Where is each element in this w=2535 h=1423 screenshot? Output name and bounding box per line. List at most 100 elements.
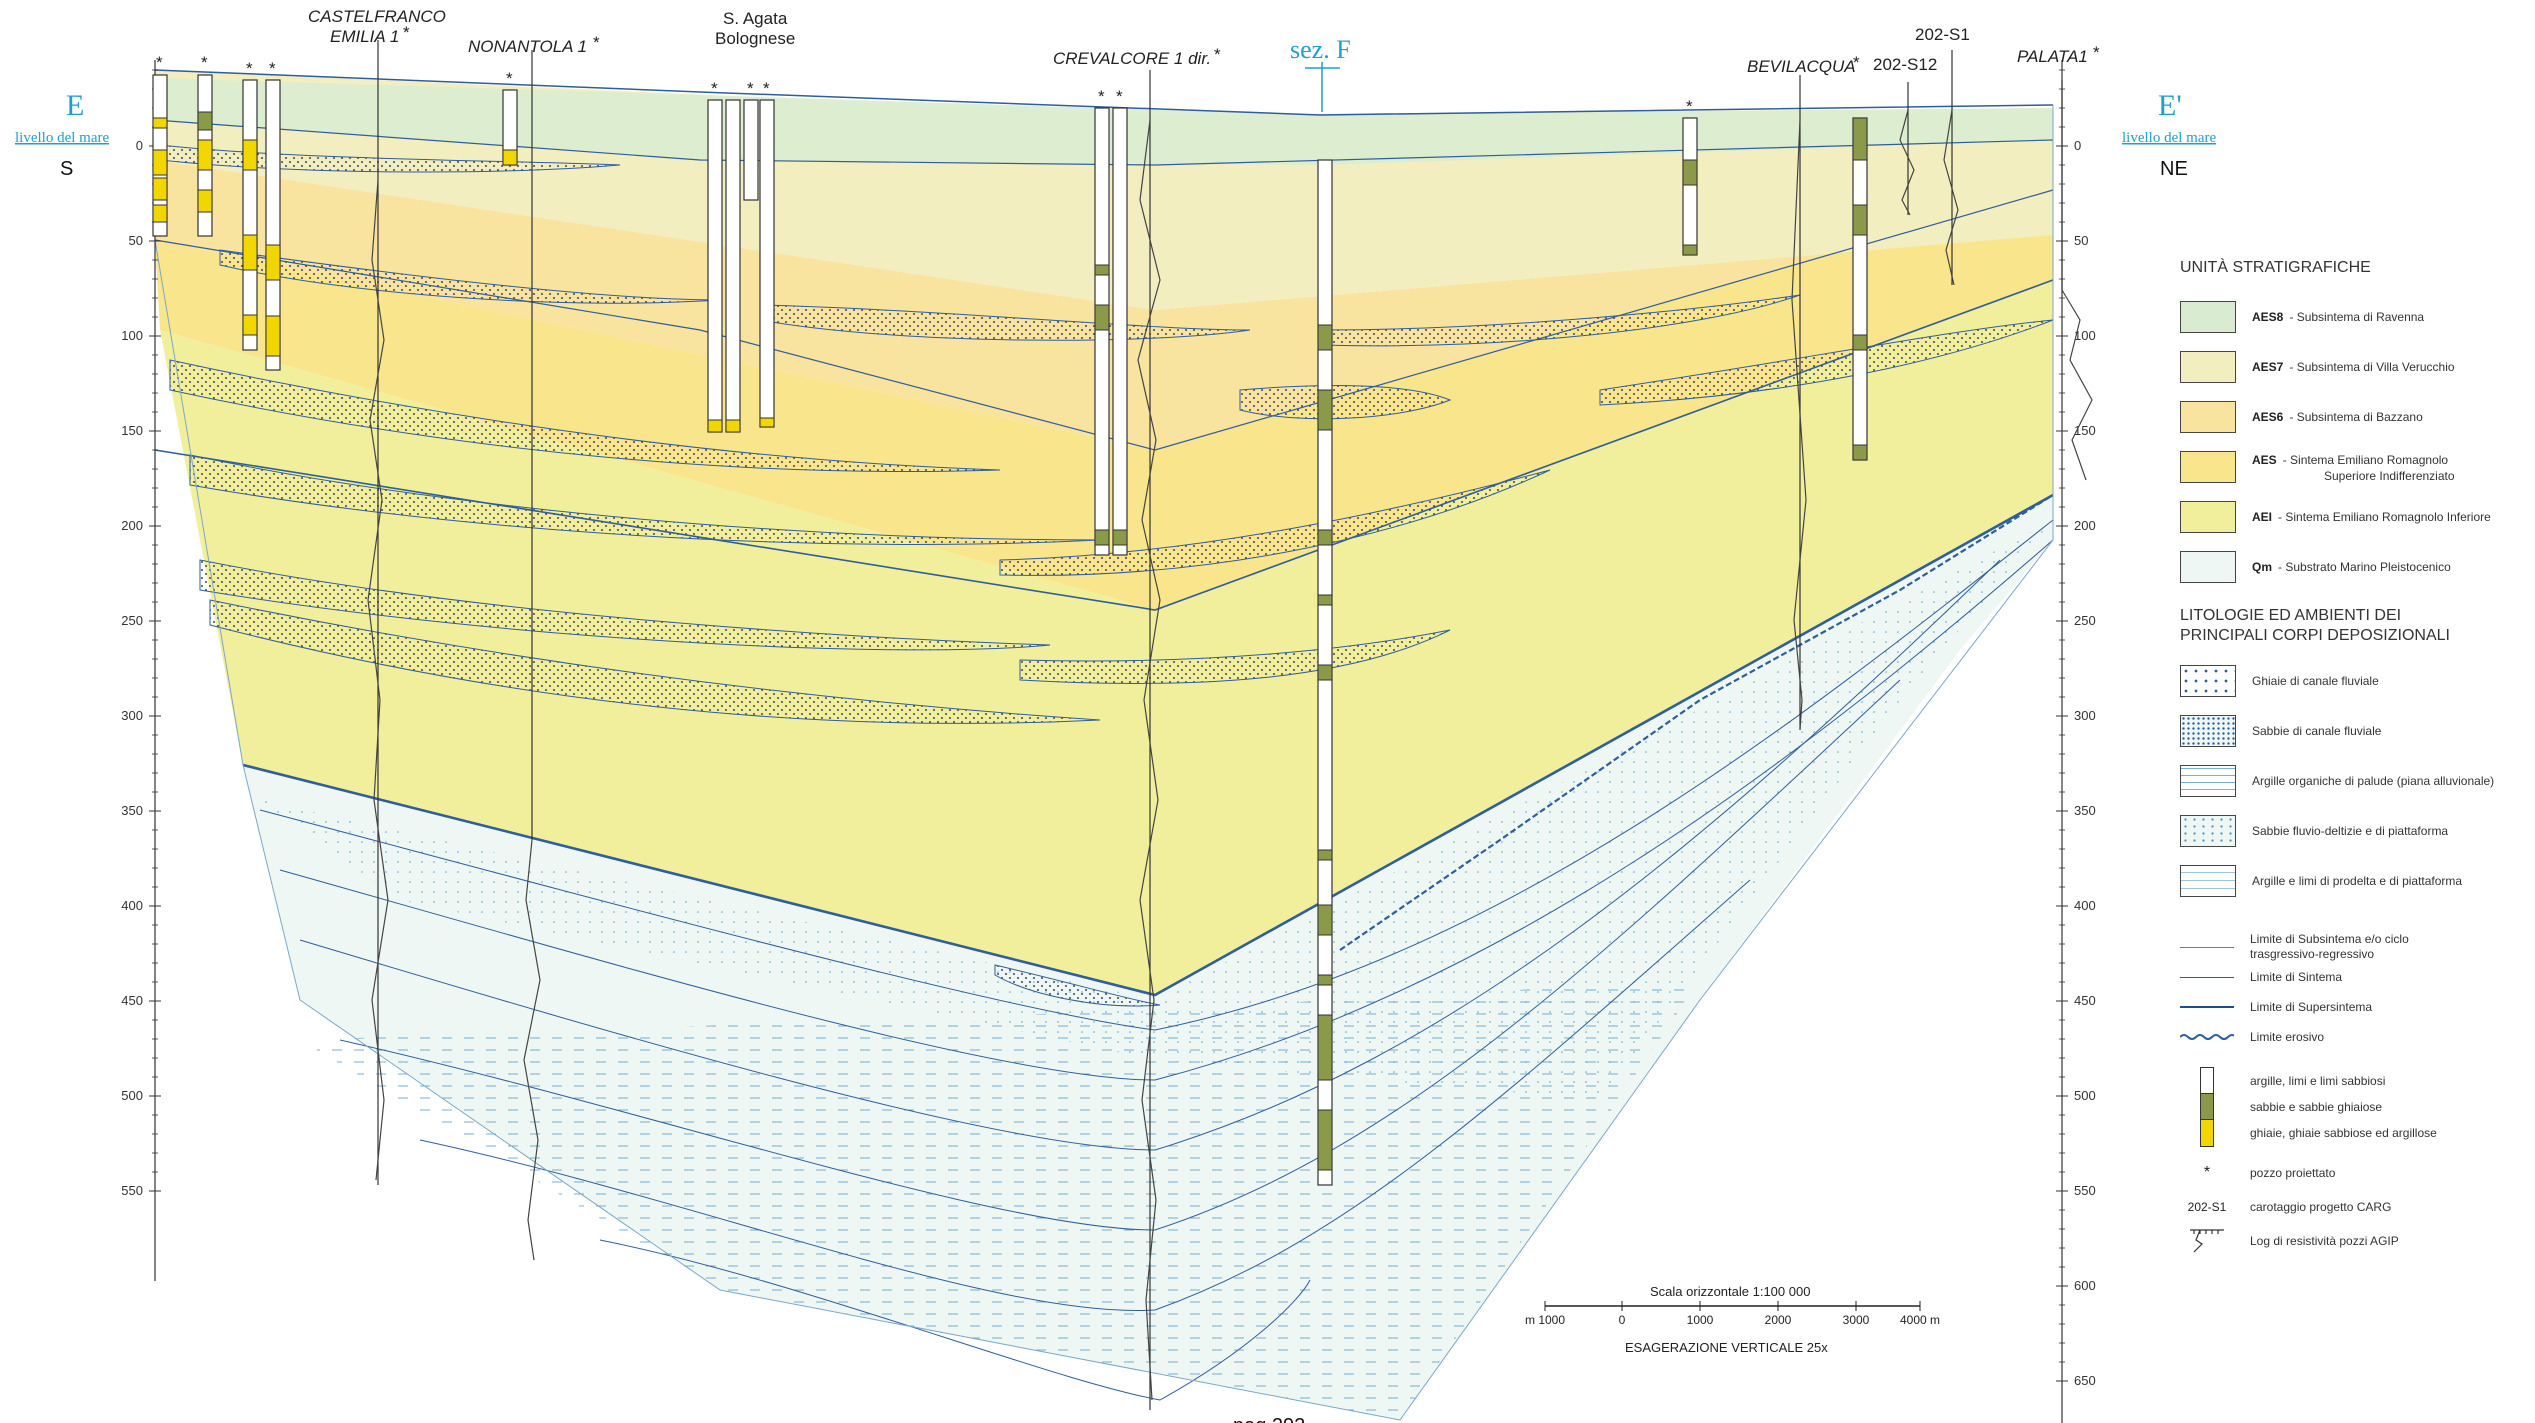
depth-tick-label: 50	[129, 233, 143, 248]
projected-well-star: *	[269, 59, 276, 78]
unit-swatch	[2180, 551, 2236, 583]
well-segment	[198, 140, 212, 170]
lith-swatch	[2180, 865, 2236, 897]
unit-legend-text: AEI- Sintema Emiliano Romagnolo Inferior…	[2252, 508, 2491, 526]
well-segment	[266, 245, 280, 280]
unit-code: AES	[2252, 453, 2277, 467]
depth-tick-label: 450	[2074, 993, 2096, 1008]
unit-swatch	[2180, 301, 2236, 333]
boundary-label: Limite di Subsintema e/o ciclotrasgressi…	[2250, 932, 2409, 962]
lith-swatch	[2180, 765, 2236, 797]
unit-legend-item: AES7- Subsintema di Villa Verucchio	[2180, 342, 2520, 392]
unit-legend-item: AES8- Subsintema di Ravenna	[2180, 292, 2520, 342]
unit-code: AES6	[2252, 410, 2283, 424]
depth-tick-label: 200	[121, 518, 143, 533]
symbol-legend-item: 202-S1carotaggio progetto CARG	[2180, 1190, 2520, 1224]
boundary-line-sample	[2180, 947, 2234, 948]
projected-well-star: *	[201, 53, 208, 72]
boundary-line-sample	[2180, 977, 2234, 978]
column-legend-item: ghiaie, ghiaie sabbiose ed argillose	[2180, 1120, 2520, 1146]
well-segment	[243, 315, 257, 335]
unit-legend-item: AES- Sintema Emiliano RomagnoloSuperiore…	[2180, 442, 2520, 492]
center-section-label: sez. F	[1290, 35, 1351, 64]
unit-label: - Subsintema di Bazzano	[2289, 410, 2422, 424]
well-column	[708, 100, 722, 432]
well-label-202s12: 202-S12	[1873, 55, 1937, 74]
projected-well-star: *	[1853, 53, 1860, 72]
right-sea-level: livello del mare	[2122, 130, 2216, 146]
well-segment	[1853, 445, 1867, 460]
lith-label: Argille e limi di prodelta e di piattafo…	[2252, 874, 2462, 889]
scale-tick-label: m 1000	[1525, 1313, 1565, 1327]
left-endpoint-code: E	[66, 89, 84, 122]
unit-swatch	[2180, 451, 2236, 483]
unit-legend-item: Qm- Substrato Marino Pleistocenico	[2180, 542, 2520, 592]
well-segment	[243, 235, 257, 270]
depth-tick-label: 50	[2074, 233, 2088, 248]
well-segment	[1318, 595, 1332, 605]
column-swatch	[2180, 1119, 2234, 1147]
projected-well-star: *	[1214, 45, 1221, 64]
lith-legend-title: LITOLOGIE ED AMBIENTI DEI	[2180, 606, 2520, 626]
well-segment	[503, 150, 517, 165]
boundary-legend-item: Limite di Sintema	[2180, 962, 2520, 992]
well-column	[243, 80, 257, 350]
well-segment	[726, 420, 740, 432]
projected-well-star: *	[1098, 87, 1105, 106]
well-column	[744, 100, 758, 200]
projected-well-star: *	[2093, 43, 2100, 62]
well-column	[1113, 108, 1127, 555]
projected-well-star: *	[711, 79, 718, 98]
lith-swatch	[2180, 665, 2236, 697]
well-column	[760, 100, 774, 427]
depth-tick-label: 550	[2074, 1183, 2096, 1198]
well-segment	[153, 150, 167, 175]
lith-legend-item: Sabbie di canale fluviale	[2180, 706, 2520, 756]
depth-tick-label: 200	[2074, 518, 2096, 533]
lith-label: Sabbie fluvio-deltizie e di piattaforma	[2252, 824, 2448, 839]
well-segment	[153, 205, 167, 222]
well-segment	[153, 178, 167, 200]
lith-legend-item: Argille organiche di palude (piana alluv…	[2180, 756, 2520, 806]
column-label: argille, limi e limi sabbiosi	[2250, 1074, 2385, 1089]
unit-swatch	[2180, 401, 2236, 433]
lith-label: Argille organiche di palude (piana alluv…	[2252, 774, 2494, 789]
well-segment	[1318, 325, 1332, 350]
projected-well-star: *	[403, 23, 410, 42]
units-legend-list: AES8- Subsintema di RavennaAES7- Subsint…	[2180, 292, 2520, 592]
boundary-legend-item: Limite di Supersintema	[2180, 992, 2520, 1022]
well-segment	[1318, 975, 1332, 985]
depth-tick-label: 400	[2074, 898, 2096, 913]
symbol-label: Log di resistività pozzi AGIP	[2250, 1234, 2399, 1249]
units-legend-title: UNITÀ STRATIGRAFICHE	[2180, 258, 2520, 278]
well-segment	[1853, 118, 1867, 160]
depth-tick-label: 450	[121, 993, 143, 1008]
symbol-legend-item: Log di resistività pozzi AGIP	[2180, 1224, 2520, 1258]
boundary-label: Limite di Sintema	[2250, 970, 2342, 985]
lith-legend-item: Ghiaie di canale fluviale	[2180, 656, 2520, 706]
well-segment	[1095, 265, 1109, 275]
lith-swatch	[2180, 715, 2236, 747]
unit-label: - Subsintema di Villa Verucchio	[2289, 360, 2454, 374]
unit-label: - Subsintema di Ravenna	[2289, 310, 2424, 324]
unit-legend-item: AES6 - Subsintema di Bazzano	[2180, 392, 2520, 442]
lith-legend-title-2: PRINCIPALI CORPI DEPOSIZIONALI	[2180, 626, 2520, 646]
well-label-crevalcore: CREVALCORE 1 dir.	[1053, 49, 1211, 68]
projected-well-star: *	[1686, 97, 1693, 116]
well-segment	[198, 190, 212, 212]
well-segment	[1318, 390, 1332, 430]
well-segment	[1318, 850, 1332, 860]
projected-well-star: *	[763, 79, 770, 98]
projected-well-star: *	[246, 59, 253, 78]
legend-panel: UNITÀ STRATIGRAFICHE AES8- Subsintema di…	[2180, 258, 2520, 1258]
unit-legend-text: AES8- Subsintema di Ravenna	[2252, 308, 2424, 326]
left-orientation: S	[60, 158, 73, 180]
depth-tick-label: 650	[2074, 1373, 2096, 1388]
unit-legend-text: Qm- Substrato Marino Pleistocenico	[2252, 558, 2451, 576]
column-legend-item: argille, limi e limi sabbiosi	[2180, 1068, 2520, 1094]
well-segment	[760, 418, 774, 427]
well-segment	[1095, 305, 1109, 330]
